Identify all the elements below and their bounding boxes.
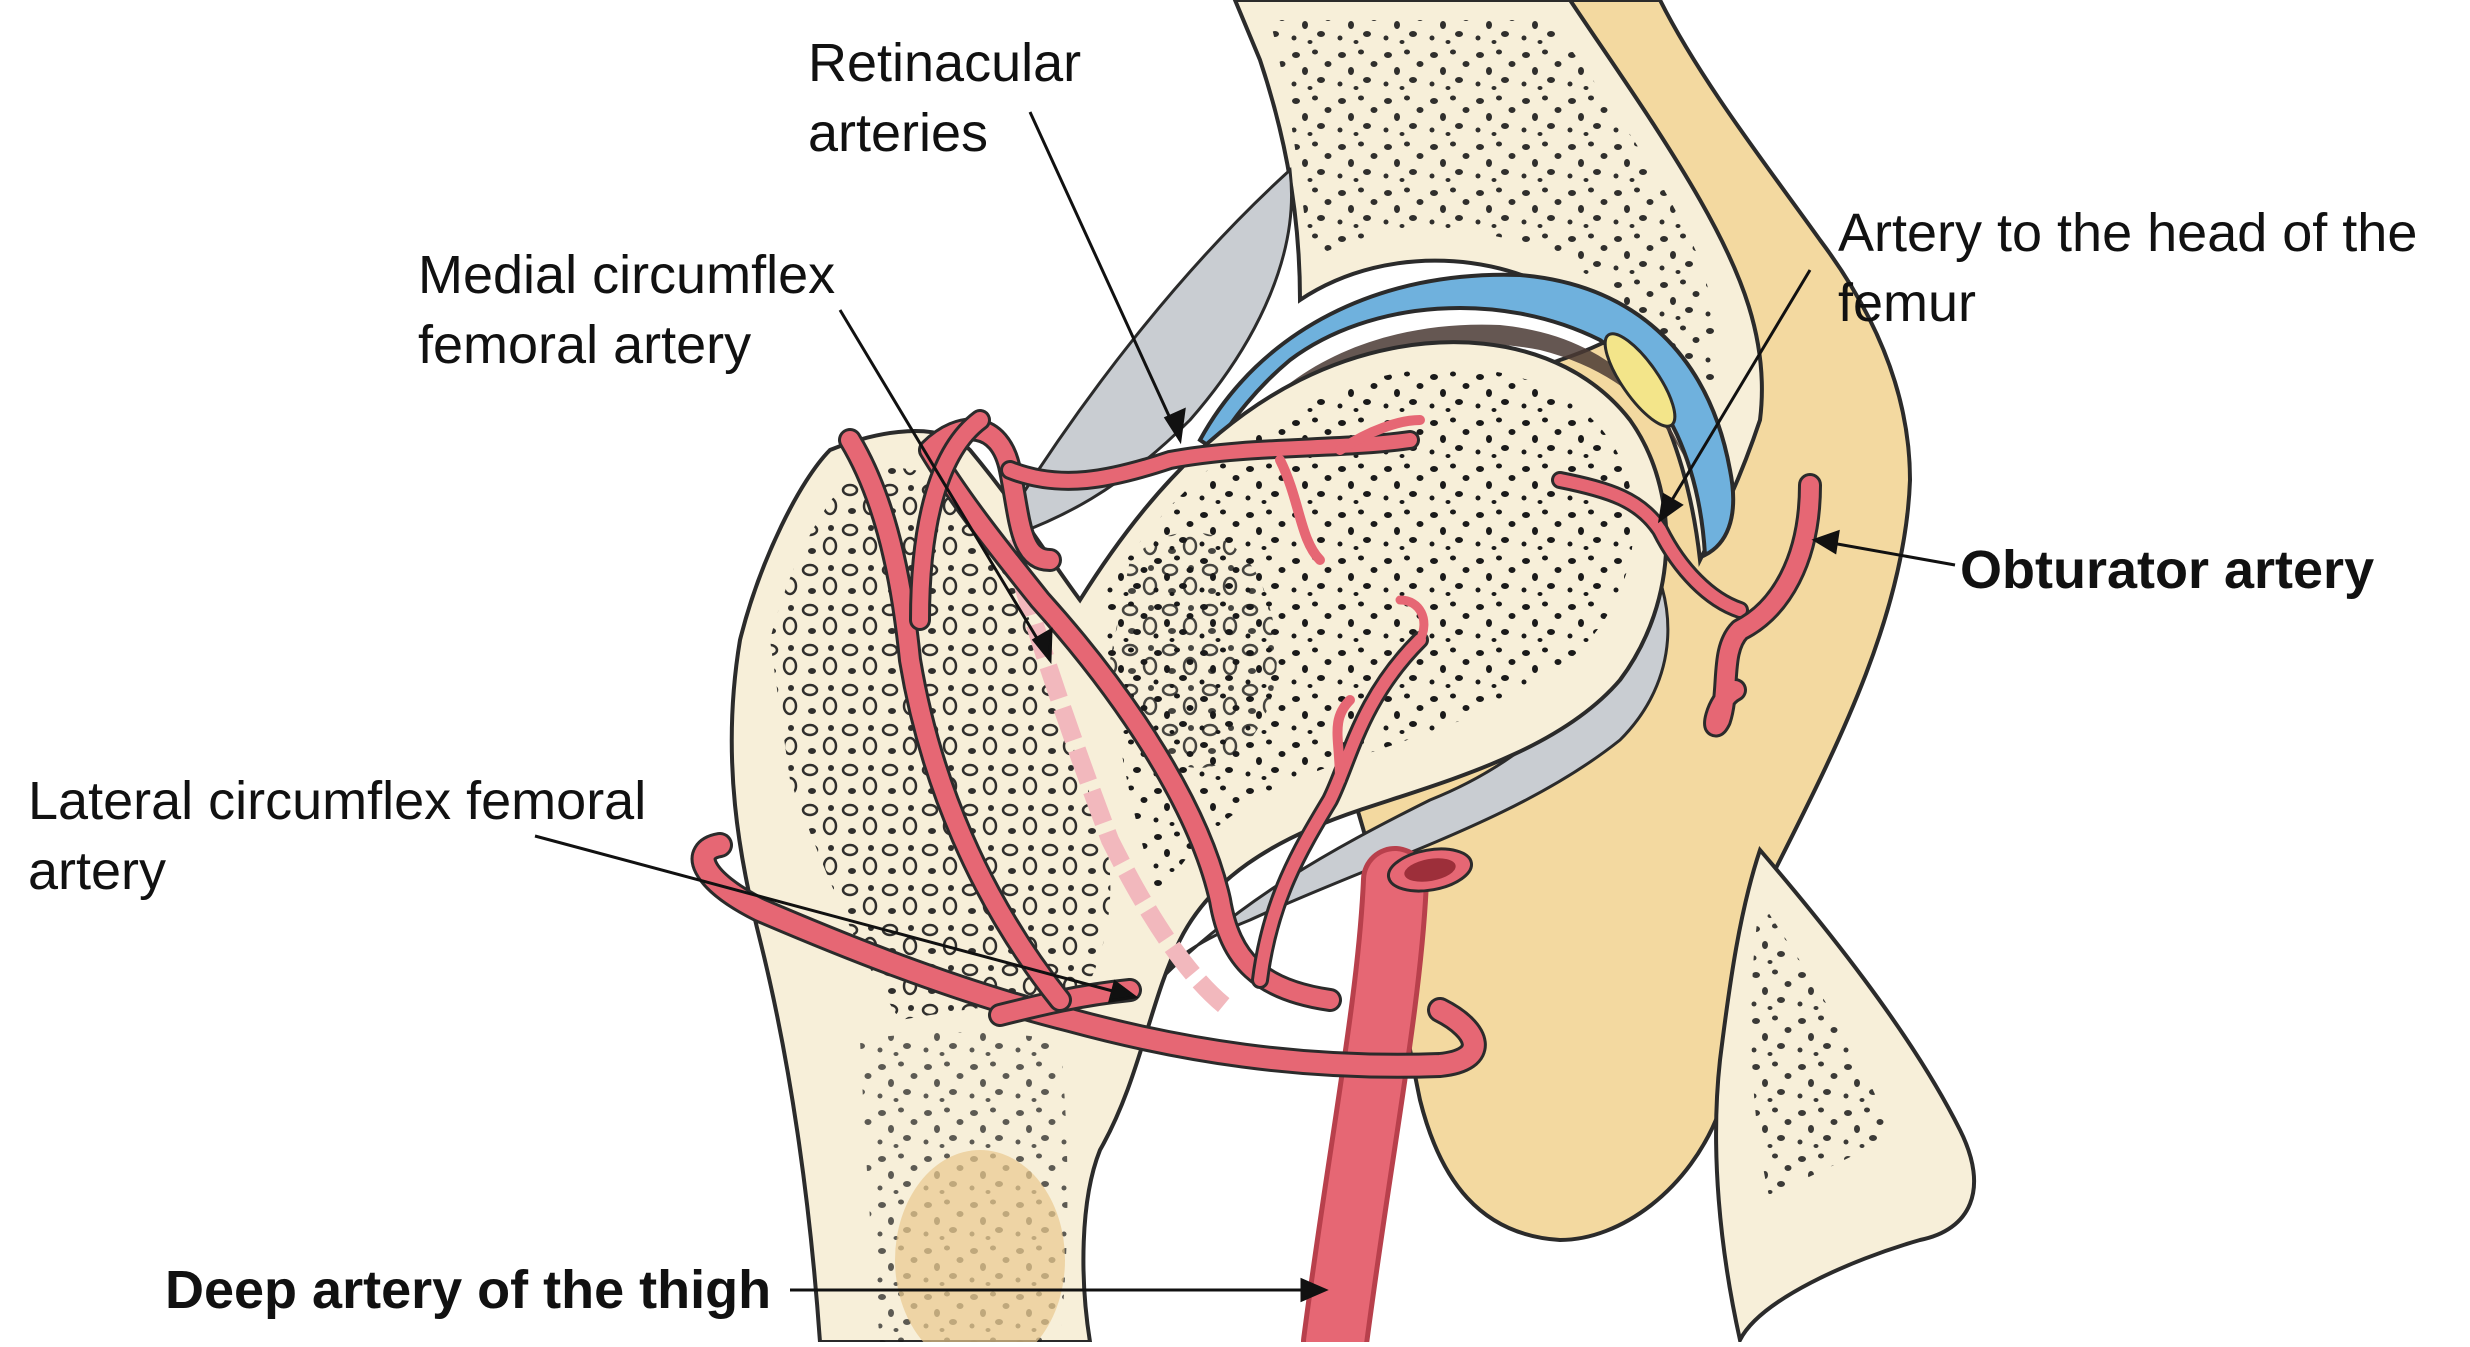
label-retinacular-line1: Retinacular <box>808 33 1082 93</box>
label-retinacular-line2: arteries <box>808 103 989 163</box>
leader-lateral-circumflex <box>534 834 1136 999</box>
label-head-artery-line1: Artery to the head of the <box>1838 203 2418 263</box>
label-obturator-artery: Obturator artery <box>1960 540 2375 600</box>
label-head-artery-line2: femur <box>1838 273 1977 333</box>
leader-head-artery <box>1658 269 1812 521</box>
label-retinacular-arteries: Retinacular arteries <box>808 28 1081 168</box>
leader-lines <box>534 111 1956 1303</box>
label-medial-circumflex-line2: femoral artery <box>418 315 752 375</box>
label-lateral-circumflex-line2: artery <box>28 841 167 901</box>
label-lateral-circumflex-line1: Lateral circumflex femoral <box>28 771 647 831</box>
leader-retinacular <box>1028 111 1182 441</box>
joint-capsule <box>998 166 1293 543</box>
acetabular-cartilage <box>1197 272 1736 559</box>
leader-obturator <box>1814 538 1956 567</box>
label-medial-circumflex-line1: Medial circumflex <box>418 245 836 305</box>
label-lateral-circumflex: Lateral circumflex femoral artery <box>28 766 646 906</box>
leader-medial-circumflex <box>838 309 1052 661</box>
label-head-artery: Artery to the head of the femur <box>1838 198 2417 338</box>
label-deep-artery: Deep artery of the thigh <box>165 1260 772 1320</box>
arteries <box>690 409 1822 1347</box>
label-medial-circumflex: Medial circumflex femoral artery <box>418 240 835 380</box>
